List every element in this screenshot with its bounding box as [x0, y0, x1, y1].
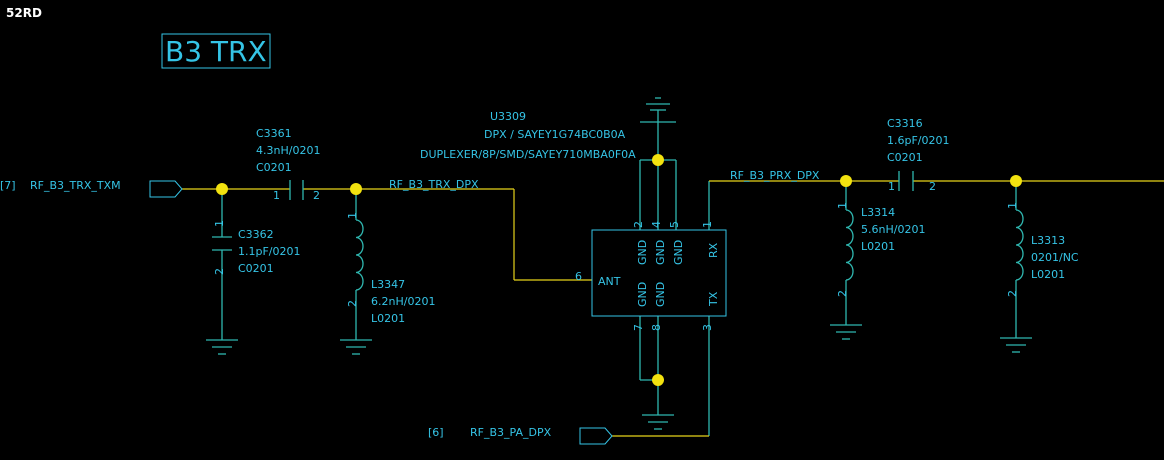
l3347-val: 6.2nH/0201 [371, 295, 435, 308]
l3314-pin2: 2 [836, 290, 849, 297]
u3309-pin3: 3 [701, 324, 714, 331]
c3316-pin1: 1 [888, 180, 895, 193]
c3362-pkg: C0201 [238, 262, 274, 275]
page-title: B3 TRX [165, 35, 267, 68]
c3316-pkg: C0201 [887, 151, 923, 164]
u3309-tx-label: TX [707, 291, 720, 307]
u3309-pin1: 1 [701, 221, 714, 228]
junction-dot [840, 175, 852, 187]
port-in [149, 180, 183, 198]
c3361-pin1: 1 [273, 189, 280, 202]
net-prx-dpx-label: RF_B3_PRX_DPX [730, 169, 820, 182]
u3309-pin4: 4 [650, 221, 663, 228]
u3309-pin5: 5 [668, 221, 681, 228]
u3309-gnd-label-4: GND [654, 240, 667, 265]
l3313-symbol [1015, 209, 1024, 281]
in-net-label: RF_B3_TRX_TXM [30, 179, 121, 192]
c3316-pin2: 2 [929, 180, 936, 193]
c3361-symbol [289, 180, 304, 200]
l3347-ref: L3347 [371, 278, 405, 291]
l3347-pin1: 1 [346, 212, 359, 219]
u3309-gnd-label-5: GND [672, 240, 685, 265]
ground-icon [340, 339, 372, 355]
c3316-symbol [898, 171, 914, 191]
c3362-pin2: 2 [213, 268, 226, 275]
l3313-pin1: 1 [1006, 202, 1019, 209]
c3362-val: 1.1pF/0201 [238, 245, 301, 258]
in-ref-label: [7] [0, 179, 16, 192]
u3309-part: DPX / SAYEY1G74BC0B0A [484, 128, 626, 141]
u3309-pin7: 7 [632, 324, 645, 331]
ground-icon [830, 324, 862, 340]
ground-icon [206, 339, 238, 355]
title-frame [161, 33, 271, 69]
l3313-val: 0201/NC [1031, 251, 1079, 264]
u3309-ref: U3309 [490, 110, 526, 123]
c3362-symbol [212, 236, 232, 251]
l3314-pkg: L0201 [861, 240, 895, 253]
u3309-rx-label: RX [707, 242, 720, 258]
u3309-pin8: 8 [650, 324, 663, 331]
net-trx-dpx-label: RF_B3_TRX_DPX [389, 178, 479, 191]
c3316-ref: C3316 [887, 117, 923, 130]
port-pa [579, 427, 613, 445]
ground-icon [642, 414, 674, 430]
sheet-label: 52RD [6, 6, 42, 20]
c3362-pin1: 1 [213, 220, 226, 227]
pa-ref-label: [6] [428, 426, 444, 439]
junction-dots [216, 154, 1022, 386]
c3362-ref: C3362 [238, 228, 274, 241]
c3361-val: 4.3nH/0201 [256, 144, 320, 157]
junction-dot [350, 183, 362, 195]
junction-dot [652, 374, 664, 386]
l3313-pkg: L0201 [1031, 268, 1065, 281]
l3347-symbol [355, 219, 364, 291]
pa-net-label: RF_B3_PA_DPX [470, 426, 552, 439]
l3314-ref: L3314 [861, 206, 895, 219]
u3309-pin6: 6 [575, 270, 582, 283]
l3314-val: 5.6nH/0201 [861, 223, 925, 236]
junction-dot [1010, 175, 1022, 187]
u3309-gnd-label-7: GND [636, 282, 649, 307]
c3361-pin2: 2 [313, 189, 320, 202]
u3309-desc: DUPLEXER/8P/SMD/SAYEY710MBA0F0A [420, 148, 636, 161]
l3313-ref: L3313 [1031, 234, 1065, 247]
u3309-gnd-label-8: GND [654, 282, 667, 307]
l3313-pin2: 2 [1006, 290, 1019, 297]
u3309-ant-label: ANT [598, 275, 621, 288]
l3347-pkg: L0201 [371, 312, 405, 325]
ground-icon [1000, 337, 1032, 353]
c3316-val: 1.6pF/0201 [887, 134, 950, 147]
u3309-body [591, 229, 727, 317]
ground-icon [646, 97, 670, 111]
u3309-pin2: 2 [632, 221, 645, 228]
l3314-symbol [845, 209, 854, 281]
u3309-gnd-label-2: GND [636, 240, 649, 265]
junction-dot [216, 183, 228, 195]
wires [182, 110, 1164, 437]
c3361-pkg: C0201 [256, 161, 292, 174]
c3361-ref: C3361 [256, 127, 292, 140]
l3347-pin2: 2 [346, 300, 359, 307]
l3314-pin1: 1 [836, 202, 849, 209]
junction-dot [652, 154, 664, 166]
